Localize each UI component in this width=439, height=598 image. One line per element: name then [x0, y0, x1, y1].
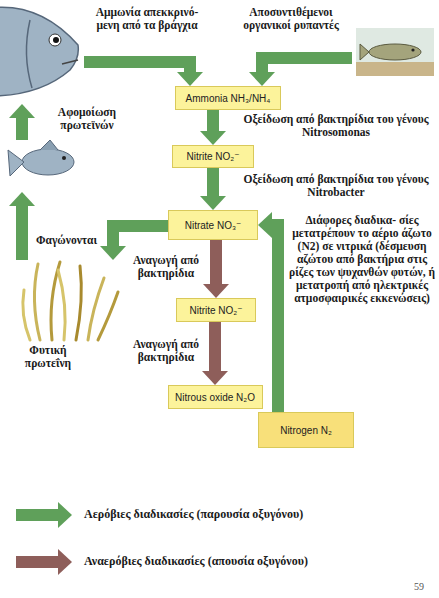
- flow-arrow: [209, 322, 221, 371]
- flow-arrow: [207, 168, 219, 196]
- annotation: Φαγώνονται: [36, 234, 100, 247]
- process-label: Οξείδωση από βακτηρίδια του γένους Nitro…: [238, 173, 434, 199]
- legend-arrow: [16, 556, 58, 568]
- fish-illustration: [8, 140, 74, 176]
- annotation: Αμμωνία απεκκρινό- μενη από τα βράγχια: [92, 6, 202, 32]
- flow-arrow: [272, 225, 278, 412]
- compound-name: Nitrite NO₂⁻: [189, 305, 242, 316]
- legend-arrow: [16, 509, 58, 521]
- compound-name: Nitrate NO₃⁻: [185, 220, 242, 231]
- flow-arrow: [210, 240, 222, 284]
- process-label: Διάφορες διαδικα- σίες μετατρέπουν το αέ…: [289, 214, 435, 305]
- compound-box: Nitrogen N₂: [258, 412, 354, 448]
- annotation: Αφομοίωση πρωτεϊνών: [42, 106, 132, 132]
- flow-arrow: [207, 110, 219, 131]
- compound-box: Ammonia NH₃/NH₄: [175, 86, 281, 110]
- process-label: Οξείδωση από βακτηρίδια του γένους Nitro…: [238, 113, 434, 139]
- fish-illustration: [356, 28, 434, 76]
- process-label: Αναγωγή από βακτηρίδια: [128, 338, 204, 364]
- annotation: Φυτική πρωτεΐνη: [8, 344, 88, 370]
- legend-text: Αναερόβιες διαδικασίες (απουσία οξυγόνου…: [84, 554, 308, 569]
- process-label: Αναγωγή από βακτηρίδια: [128, 254, 204, 280]
- compound-name: Nitrogen N₂: [280, 425, 332, 436]
- compound-name: Nitrous oxide N₂O: [175, 392, 255, 403]
- plant-illustration: [23, 262, 118, 340]
- fish-illustration: [0, 7, 78, 96]
- compound-box: Nitrate NO₃⁻: [168, 210, 258, 240]
- annotation: Αποσυντιθέμενοι οργανικοί ρυπαντές: [230, 6, 352, 32]
- legend-text: Αερόβιες διαδικασίες (παρουσία οξυγόνου): [84, 507, 303, 522]
- compound-box: Nitrous oxide N₂O: [168, 385, 263, 409]
- page-number: 59: [414, 580, 436, 593]
- compound-name: Nitrite NO₂⁻: [186, 151, 239, 162]
- compound-box: Nitrite NO₂⁻: [176, 298, 256, 322]
- compound-box: Nitrite NO₂⁻: [172, 145, 254, 168]
- compound-name: Ammonia NH₃/NH₄: [186, 93, 271, 104]
